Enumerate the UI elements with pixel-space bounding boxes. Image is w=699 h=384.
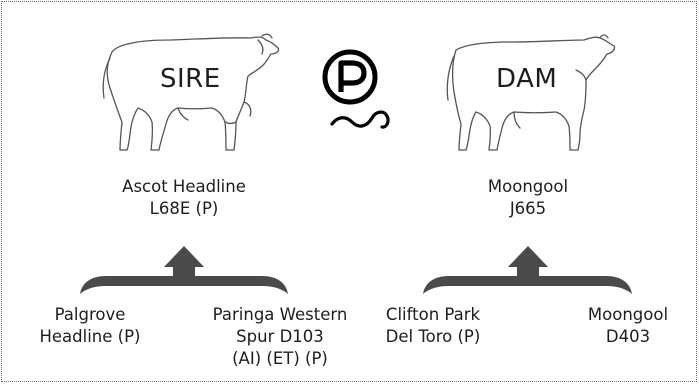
dam-name: Moongool J665 [458,176,598,220]
sire-name: Ascot Headline L68E (P) [106,176,262,220]
sire-label: SIRE [160,64,221,94]
polled-p-icon [322,49,390,129]
dam-sire-name: Clifton Park Del Toro (P) [378,304,488,348]
dam-sire-line-2: Del Toro (P) [385,327,481,346]
sire-dam-line-3: (AI) (ET) (P) [232,349,328,368]
sire-merge-arrow-icon [80,246,288,294]
dam-label: DAM [496,64,558,94]
sire-sire-name: Palgrove Headline (P) [34,304,146,348]
sire-name-line-1: Ascot Headline [122,177,246,196]
dam-dam-line-1: Moongool [587,305,669,324]
bull-outline-icon [102,33,280,151]
sire-sire-line-2: Headline (P) [39,327,141,346]
sire-name-line-2: L68E (P) [149,199,219,218]
dam-merge-arrow-icon [423,246,632,294]
sire-dam-line-1: Paringa Western [212,305,348,324]
dam-sire-line-1: Clifton Park [385,305,481,324]
dam-name-line-1: Moongool [487,177,569,196]
dam-dam-name: Moongool D403 [574,304,682,348]
dam-name-line-2: J665 [509,199,547,218]
sire-dam-line-2: Spur D103 [236,327,324,346]
sire-dam-name: Paringa Western Spur D103 (AI) (ET) (P) [202,304,358,370]
dam-dam-line-2: D403 [605,327,651,346]
sire-sire-line-1: Palgrove [54,305,126,324]
cow-outline-icon [446,34,616,151]
